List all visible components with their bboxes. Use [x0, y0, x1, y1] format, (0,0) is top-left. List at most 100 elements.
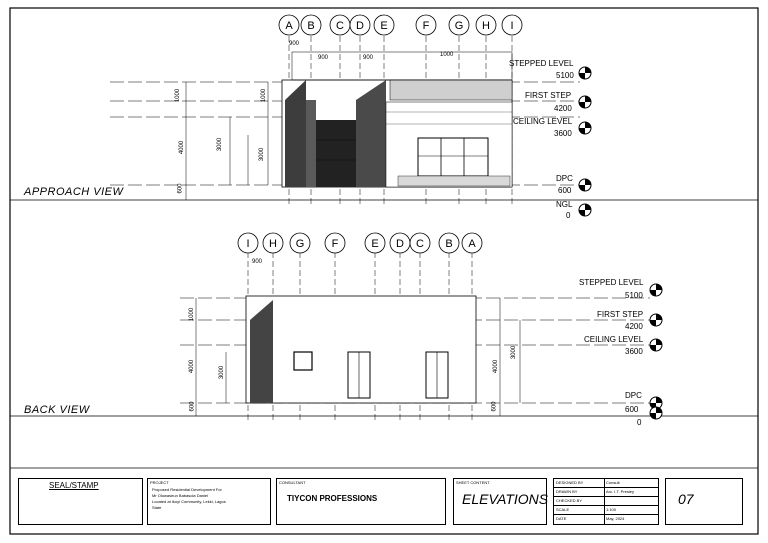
sheet-content-box: SHEET CONTENT ELEVATIONS: [453, 478, 548, 525]
level-name: NGL: [556, 200, 573, 209]
seal-label: SEAL/STAMP: [49, 481, 99, 490]
info-value: Arc. I.T. Presley: [606, 489, 635, 494]
grid-label: I: [246, 238, 249, 250]
level-name: STEPPED LEVEL: [579, 278, 644, 287]
dim-text: 3000: [511, 345, 518, 360]
grid-label: C: [416, 238, 424, 250]
level-markers: [578, 66, 592, 217]
grid-bubble: E: [364, 232, 386, 254]
grid-label: I: [510, 20, 513, 32]
info-value: 1:100: [606, 507, 617, 512]
grid-label: A: [468, 238, 476, 250]
grid-bubble: I: [237, 232, 259, 254]
level-value: 600: [558, 186, 572, 195]
grid-label: B: [445, 238, 452, 250]
grid-label: H: [269, 238, 277, 250]
grid-label: A: [285, 20, 293, 32]
grid-bubble: F: [324, 232, 346, 254]
grid-bubble: C: [409, 232, 431, 254]
grid-label: D: [356, 20, 364, 32]
grid-label: G: [296, 238, 305, 250]
grid-bubble: D: [349, 14, 371, 36]
level-name: CEILING LEVEL: [584, 335, 644, 344]
level-value: 4200: [625, 322, 643, 331]
info-key: CHECKED BY: [556, 498, 583, 503]
consultant-name: TIYCON PROFESSIONS: [287, 494, 378, 503]
grid-bubble: B: [438, 232, 460, 254]
grid-label: F: [332, 238, 339, 250]
seal-stamp-box: SEAL/STAMP: [18, 478, 143, 525]
consultant-label: CONSULTANT: [279, 480, 306, 485]
grid-label: C: [336, 20, 344, 32]
level-value: 5100: [625, 291, 643, 300]
grid-label: E: [380, 20, 387, 32]
grid-label: H: [482, 20, 490, 32]
info-key: DATE: [556, 516, 567, 521]
info-box: DESIGNED BY Consult DRAWN BY Arc. I.T. P…: [553, 478, 659, 525]
level-value: 0: [566, 211, 571, 220]
dim-text: 1000: [189, 307, 196, 322]
back-view-title: BACK VIEW: [24, 404, 90, 416]
project-box: PROJECT Proposed Residential Development…: [147, 478, 271, 525]
level-markers-back: [649, 283, 663, 420]
grid-label: E: [371, 238, 378, 250]
dim-text: 1000: [175, 88, 182, 103]
info-value: May, 2024: [606, 516, 625, 521]
dim-text: 3000: [259, 147, 266, 162]
grid-label: D: [396, 238, 404, 250]
dim-text: 3000: [217, 137, 224, 152]
level-value: 5100: [556, 71, 574, 80]
dim-text: 4000: [179, 140, 186, 155]
dim-text: 600: [189, 401, 196, 412]
level-name: DPC: [625, 391, 642, 400]
dim-text: 600: [491, 401, 498, 412]
project-line: Proposed Residential Development For: [152, 487, 222, 492]
grid-label: B: [307, 20, 314, 32]
level-value: 3600: [554, 129, 572, 138]
info-key: SCALE: [556, 507, 570, 512]
dim-text: 900: [289, 41, 300, 47]
consultant-box: CONSULTANT TIYCON PROFESSIONS: [276, 478, 446, 525]
level-name: CEILING LEVEL: [513, 117, 573, 126]
sheet-label: SHEET CONTENT: [456, 480, 490, 485]
grid-bubble: F: [415, 14, 437, 36]
sheet-number: 07: [678, 491, 694, 507]
dim-text: 4000: [189, 359, 196, 374]
grid-label: G: [455, 20, 464, 32]
level-value: 600: [625, 405, 639, 414]
level-name: DPC: [556, 174, 573, 183]
approach-view-title: APPROACH VIEW: [24, 186, 124, 198]
dim-text: 900: [252, 259, 263, 265]
level-value: 3600: [625, 347, 643, 356]
dim-text: 900: [363, 55, 374, 61]
sheet-number-box: 07: [665, 478, 743, 525]
back-elevation: [180, 252, 650, 420]
info-key: DRAWN BY: [556, 489, 578, 494]
dim-text: 600: [177, 183, 184, 194]
info-key: DESIGNED BY: [556, 480, 584, 485]
grid-bubble: G: [289, 232, 311, 254]
dim-text: 900: [318, 55, 329, 61]
level-value: 4200: [554, 104, 572, 113]
level-name: STEPPED LEVEL: [509, 59, 574, 68]
dim-text: 4000: [493, 359, 500, 374]
dim-text: 3000: [219, 365, 226, 380]
info-value: Consult: [606, 480, 620, 485]
grid-label: F: [423, 20, 430, 32]
grid-bubble: A: [278, 14, 300, 36]
grid-bubble: B: [300, 14, 322, 36]
grid-bubble: H: [262, 232, 284, 254]
level-name: FIRST STEP: [525, 91, 572, 100]
project-line: State: [152, 505, 162, 510]
project-line: Mr Oluwaseun Babasola Daniel: [152, 493, 209, 498]
grid-bubble: H: [475, 14, 497, 36]
level-name: FIRST STEP: [597, 310, 644, 319]
grid-bubble: G: [448, 14, 470, 36]
dim-text: 1000: [440, 52, 454, 58]
level-value: 0: [637, 418, 642, 427]
project-line: Located at Ikoyi Community, Lekki, Lagos: [152, 499, 226, 504]
grid-bubble: C: [329, 14, 351, 36]
grid-bubble: I: [501, 14, 523, 36]
grid-bubble: E: [373, 14, 395, 36]
